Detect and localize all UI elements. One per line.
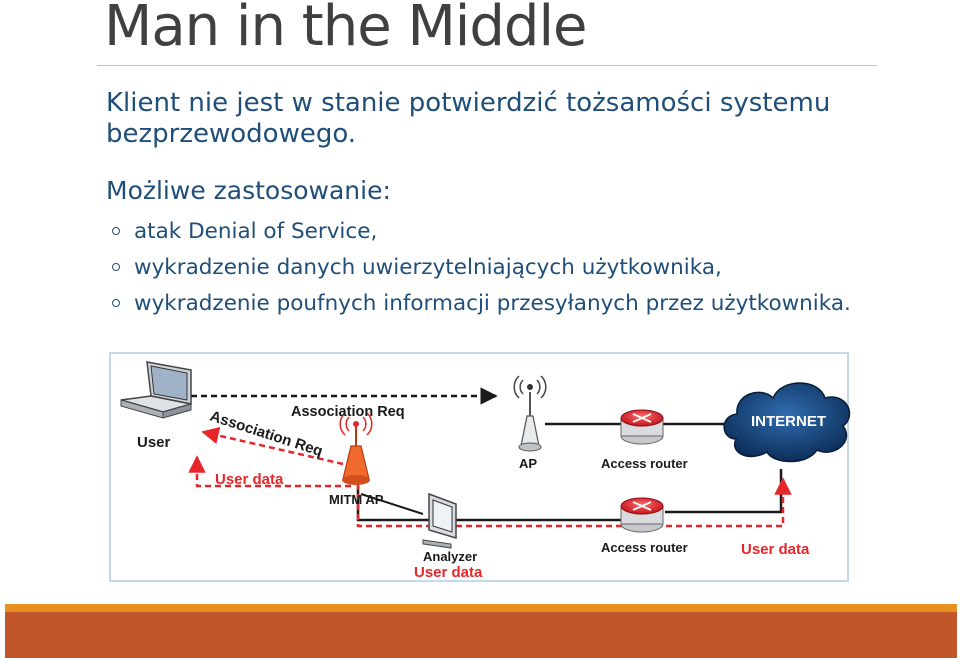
analyzer-label: Analyzer — [423, 549, 477, 564]
internet-cloud-icon — [723, 382, 851, 463]
mitm-ap-icon — [339, 412, 373, 485]
footer-accent-bar — [5, 604, 957, 612]
bullet-item: wykradzenie poufnych informacji przesyła… — [112, 285, 851, 321]
slide-title: Man in the Middle — [104, 0, 587, 59]
user-data-return-path — [356, 477, 792, 528]
bullet-list: atak Denial of Service, wykradzenie dany… — [112, 213, 851, 321]
ap-label: AP — [519, 456, 537, 471]
access-router-bottom-label: Access router — [601, 540, 688, 555]
mitm-network-diagram: User Association Req Association Req Use… — [109, 352, 851, 582]
association-req-top-label: Association Req — [291, 404, 405, 420]
footer-bar — [5, 612, 957, 658]
analyzer-monitor-icon — [422, 492, 457, 549]
user-data-left-label: User data — [215, 471, 284, 488]
mitm-to-analyzer-link — [360, 493, 424, 515]
laptop-icon — [120, 361, 192, 419]
association-req-reply-arrow — [201, 426, 344, 466]
title-divider — [97, 65, 877, 66]
bullet-circle-icon — [112, 263, 120, 271]
mitm-ap-label: MITM AP — [329, 492, 384, 507]
intro-paragraph: Klient nie jest w stanie potwierdzić toż… — [106, 88, 831, 149]
bullet-circle-icon — [112, 299, 120, 307]
user-label: User — [137, 434, 171, 451]
bullet-circle-icon — [112, 227, 120, 235]
diagram-canvas: User Association Req Association Req Use… — [120, 361, 851, 581]
internet-label: INTERNET — [751, 413, 826, 430]
bullet-text: atak Denial of Service, — [134, 218, 378, 244]
user-data-right-label: User data — [741, 541, 810, 558]
user-data-path — [188, 455, 351, 488]
bullet-text: wykradzenie danych uwierzytelniających u… — [134, 254, 722, 280]
access-router-top-label: Access router — [601, 456, 688, 471]
router-bottom-icon — [620, 497, 664, 533]
router-top-icon — [620, 409, 664, 445]
bullet-item: atak Denial of Service, — [112, 213, 851, 249]
user-data-bottom-label: User data — [414, 564, 483, 581]
subheading: Możliwe zastosowanie: — [106, 176, 391, 205]
mitm-to-router-path — [356, 486, 625, 522]
access-point-icon — [513, 375, 547, 452]
bullet-text: wykradzenie poufnych informacji przesyła… — [134, 290, 851, 316]
router-to-internet-path — [665, 469, 783, 514]
bullet-item: wykradzenie danych uwierzytelniających u… — [112, 249, 851, 285]
